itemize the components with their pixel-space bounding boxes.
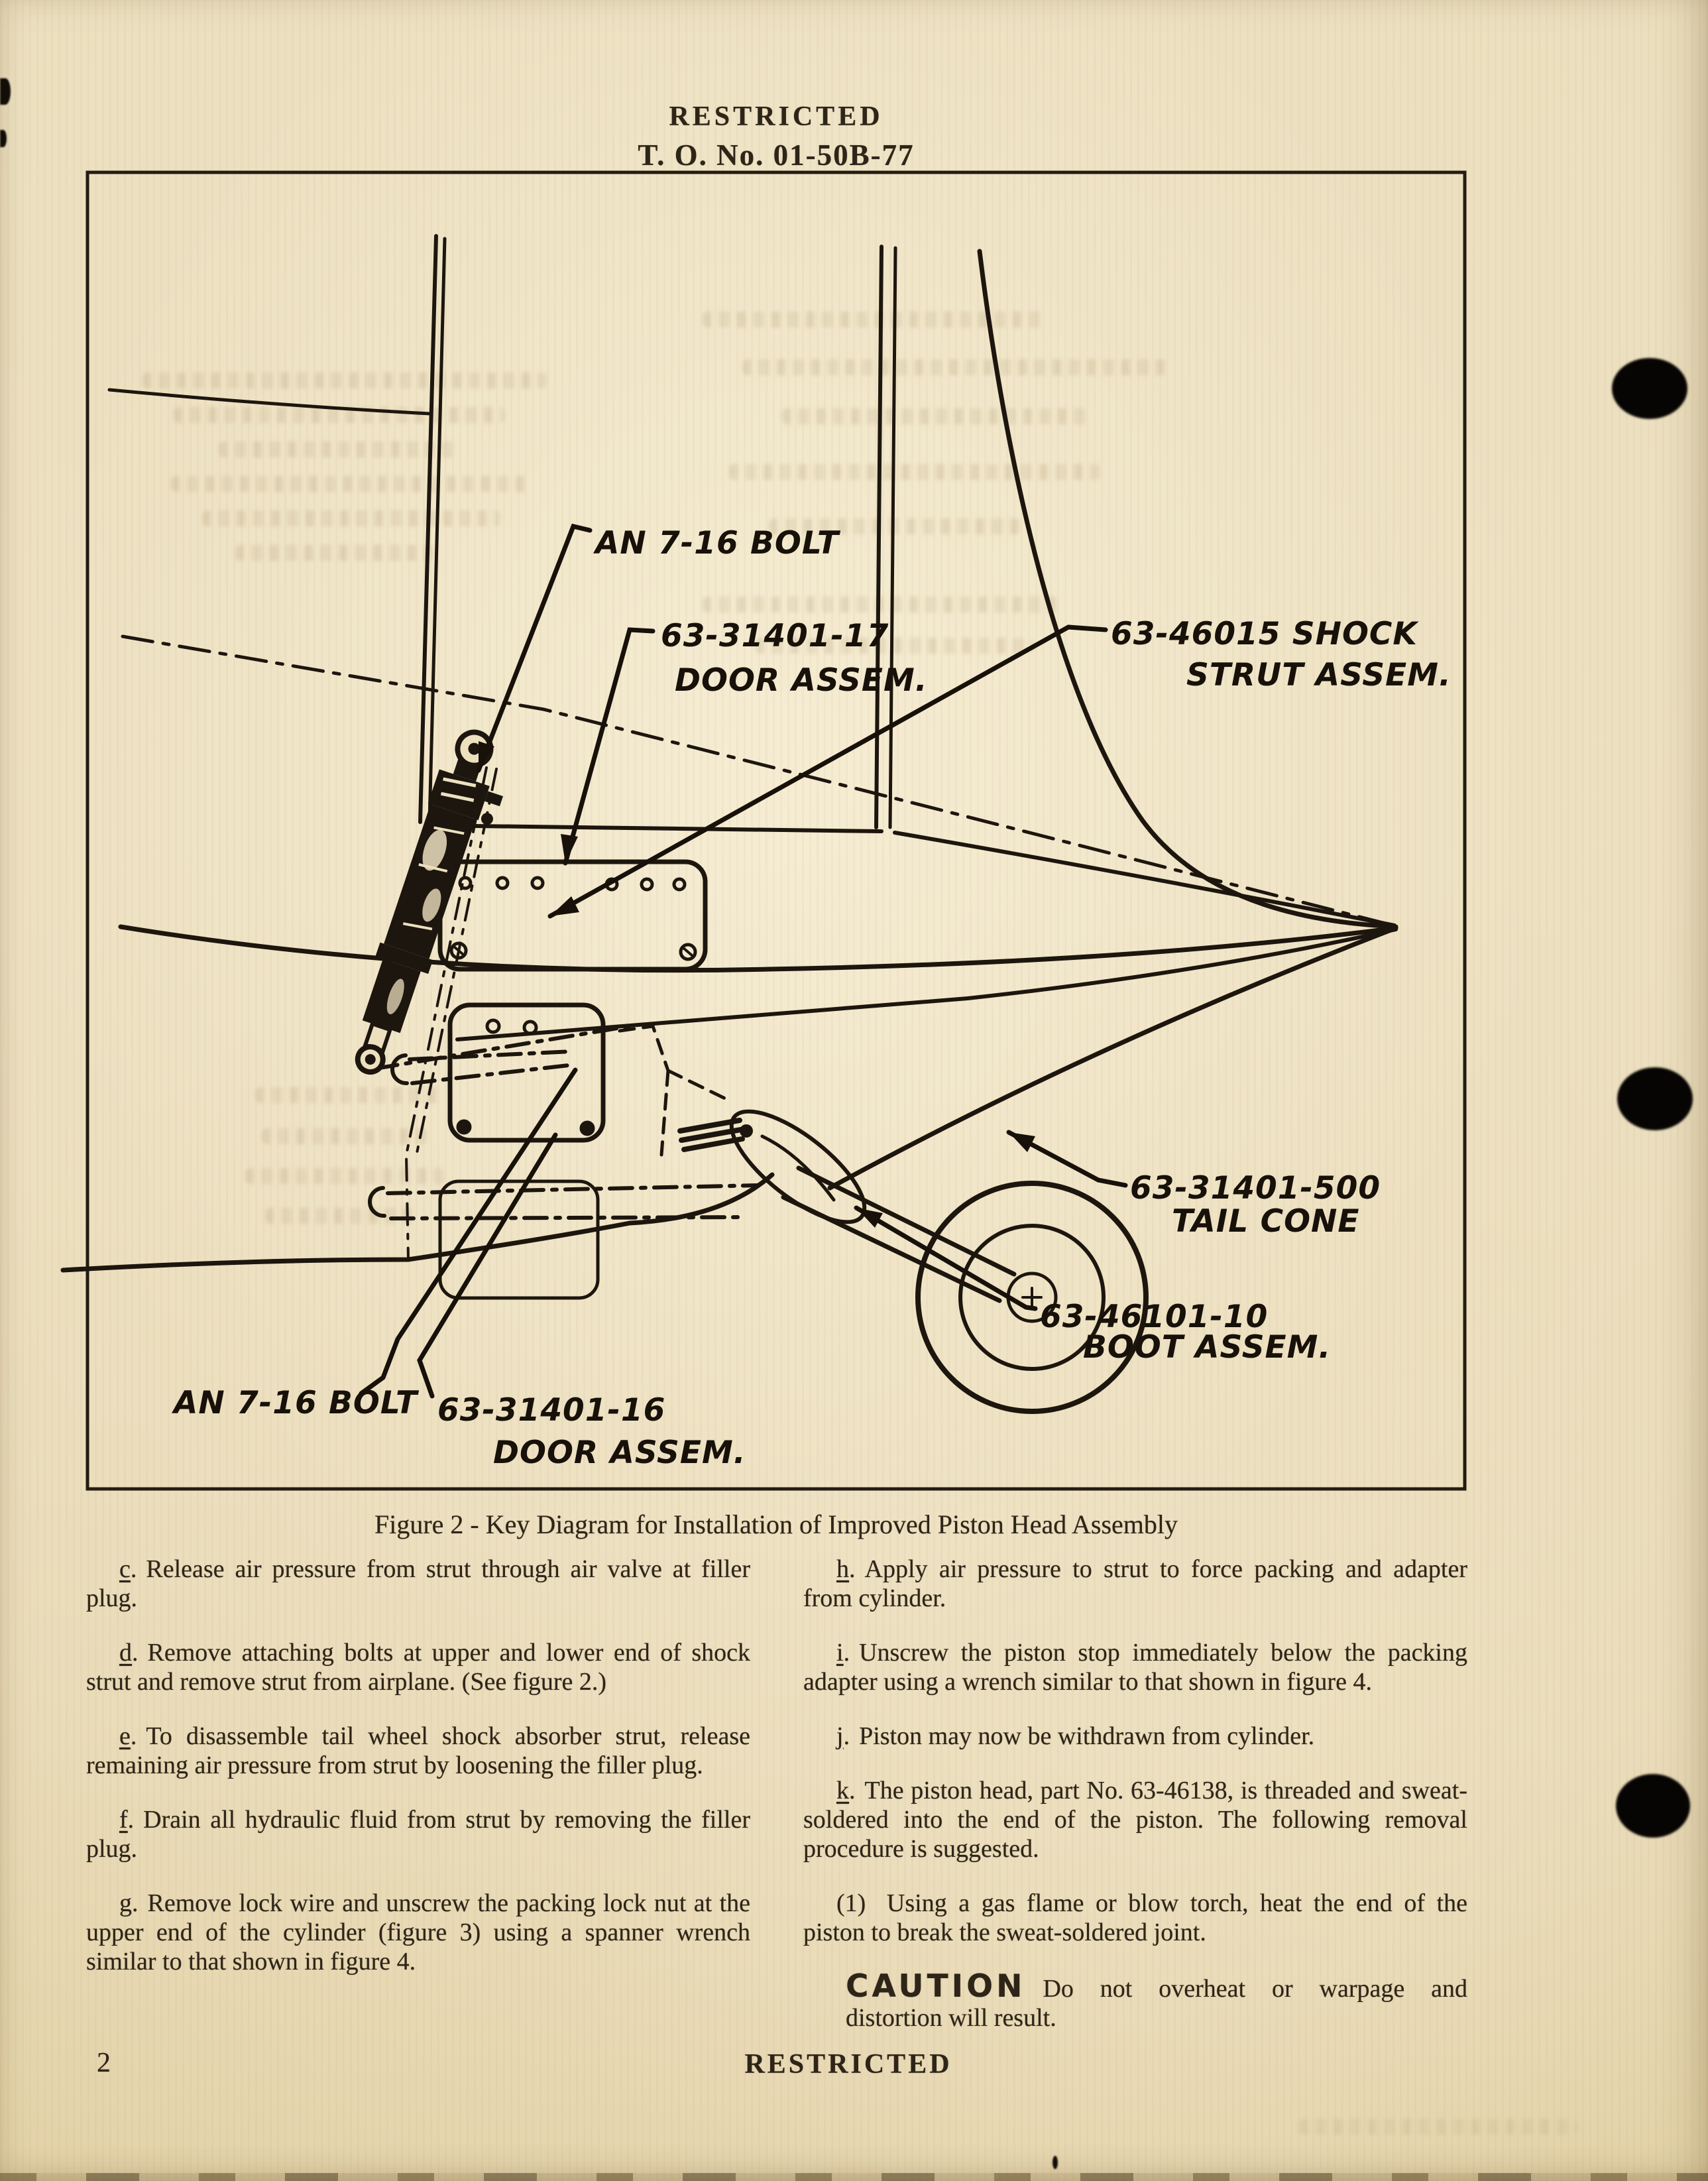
paragraph-text: Piston may now be withdrawn from cylinde… [859, 1722, 1315, 1750]
stabilizer-lines [118, 924, 1398, 1041]
right-column: h.Apply air pressure to strut to force p… [803, 1555, 1467, 2033]
tail-wheel [915, 1181, 1149, 1414]
retraction-axis-dashed [404, 766, 498, 1261]
leader-lines [359, 523, 1128, 1399]
centerline-dashdot [121, 634, 1393, 927]
arrowhead [479, 741, 494, 770]
binder-hole-dot [1616, 1774, 1690, 1838]
paragraph-text: Release air pressure from strut through … [86, 1555, 750, 1612]
paragraph-g: g.Remove lock wire and unscrew the packi… [86, 1889, 750, 1975]
figure-label-tailcone-line2: TAIL CONE [1172, 1203, 1359, 1240]
figure-label-door16-line1: 63-31401-16 [437, 1392, 665, 1429]
paragraph-h: h.Apply air pressure to strut to force p… [803, 1555, 1467, 1612]
figure-label-strut-line2: STRUT ASSEM. [1186, 657, 1452, 693]
belly-line [60, 1172, 775, 1273]
lower-door-assembly [447, 1002, 606, 1143]
tail-fin-lines [418, 234, 447, 824]
hidden-linkage-dashed [618, 1024, 731, 1157]
leader-door-17 [563, 627, 655, 866]
figure-label-bolt-top: AN 7-16 BOLT [593, 525, 841, 561]
paragraph-text: Remove lock wire and unscrew the packing… [86, 1889, 750, 1975]
arrowhead [561, 834, 578, 863]
paragraph-d: d.Remove attaching bolts at upper and lo… [86, 1639, 750, 1696]
figure-label-boot-line1: 63-46101-10 [1040, 1299, 1268, 1335]
paragraph-text: Apply air pressure to strut to force pac… [803, 1555, 1467, 1612]
arrowhead [1009, 1132, 1035, 1152]
spine-line [107, 388, 431, 416]
paragraph-text: Using a gas flame or blow torch, heat th… [803, 1889, 1468, 1946]
paragraph-j: j.Piston may now be withdrawn from cylin… [836, 1722, 1315, 1750]
aft-deck-line [893, 831, 1396, 927]
page-number: 2 [97, 2048, 111, 2078]
figure-label-boot-line2: BOOT ASSEM. [1083, 1329, 1331, 1366]
paragraph-text: To disassemble tail wheel shock absorber… [86, 1722, 750, 1779]
figure-label-bolt-bottom: AN 7-16 BOLT [171, 1385, 420, 1421]
leader-bolt-top [476, 523, 593, 773]
clevis-fitting [368, 1186, 386, 1218]
upper-door-assembly [437, 859, 708, 972]
paragraph-text: The piston head, part No. 63-46138, is t… [803, 1777, 1467, 1863]
paragraph-text: Drain all hydraulic fluid from strut by … [86, 1806, 750, 1863]
scan-bottom-fringe [0, 2173, 1708, 2181]
numbered-label: (1) [836, 1889, 866, 1917]
figure-label-door17-line1: 63-31401-17 [661, 618, 889, 654]
figure-label-tailcone-line1: 63-31401-500 [1130, 1170, 1381, 1207]
paragraph-k: k.The piston head, part No. 63-46138, is… [803, 1777, 1467, 1863]
arrowhead [550, 896, 579, 916]
figure-caption: Figure 2 - Key Diagram for Installation … [374, 1509, 1178, 1539]
paragraph-e: e.To disassemble tail wheel shock absorb… [86, 1722, 750, 1779]
scissor-link [677, 1118, 753, 1152]
paragraph-text: Unscrew the piston stop immediately belo… [803, 1639, 1467, 1696]
leader-door-16 [417, 1132, 558, 1399]
figure-label-door16-line2: DOOR ASSEM. [493, 1435, 746, 1471]
figure-label-door17-line2: DOOR ASSEM. [675, 662, 928, 699]
figure-border [85, 170, 1467, 1491]
caution-heading: CAUTION [846, 1968, 1026, 2005]
shock-strut-assembly [355, 729, 504, 1075]
leader-shock-strut [547, 624, 1108, 919]
paragraph-f: f.Drain all hydraulic fluid from strut b… [86, 1806, 750, 1863]
paragraph-c: c.Release air pressure from strut throug… [86, 1555, 750, 1612]
scan-artifact [1053, 2156, 1058, 2169]
leader-boot [854, 1205, 1038, 1311]
leader-tail-cone [1006, 1130, 1128, 1188]
clevis-fitting [390, 1053, 409, 1086]
scan-artifact [0, 130, 7, 147]
header-to-number: T. O. No. 01-50B-77 [638, 139, 915, 172]
control-run-dashdot [373, 1023, 761, 1220]
paragraph-text: Remove attaching bolts at upper and lowe… [86, 1639, 750, 1696]
footer-classification: RESTRICTED [744, 2049, 952, 2080]
airframe-outline [60, 234, 1398, 1414]
leader-bolt-bottom [359, 1067, 578, 1396]
figure-label-strut-line1: 63-46015 SHOCK [1111, 616, 1419, 652]
paragraph-numbered-1: (1) Using a gas flame or blow torch, hea… [803, 1889, 1467, 1947]
leader-arrowheads [479, 741, 1035, 1228]
fuselage-bulkhead-lines [874, 245, 897, 829]
boot-fairing [729, 1109, 867, 1224]
left-column: c.Release air pressure from strut throug… [86, 1555, 750, 1976]
fuselage-aft-curve [977, 249, 1398, 929]
lower-access-panel [438, 1179, 600, 1300]
header-classification: RESTRICTED [669, 101, 883, 132]
paragraph-i: i.Unscrew the piston stop immediately be… [803, 1639, 1467, 1696]
scan-artifact [0, 78, 11, 105]
binder-hole-dot [1617, 1067, 1693, 1130]
tail-cone-bottom-line [827, 925, 1398, 1191]
binder-hole-dot [1612, 358, 1687, 419]
caution-text: Do not overheat or warpage and distortio… [846, 1975, 1467, 2032]
arrowhead [856, 1208, 883, 1228]
fin-base-line [424, 823, 883, 833]
